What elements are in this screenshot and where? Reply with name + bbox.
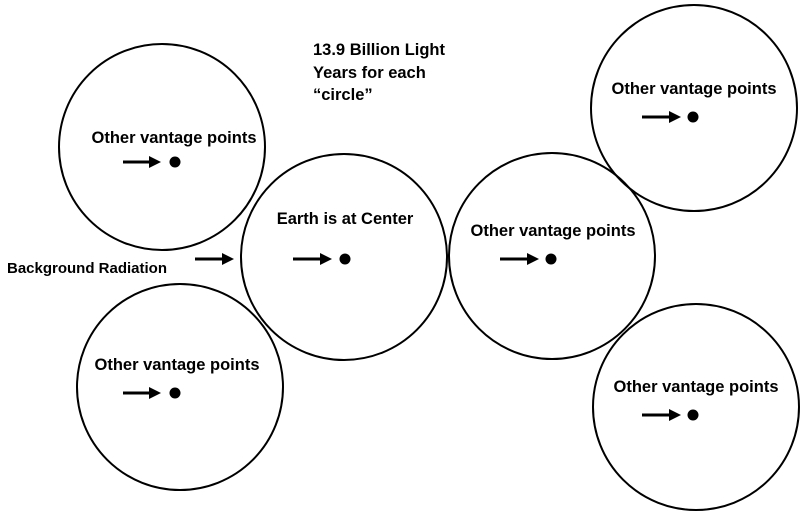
circle-label: Other vantage points [94, 356, 259, 374]
circle-label: Earth is at Center [277, 210, 414, 228]
circle-earth: Earth is at Center [240, 153, 448, 361]
background-radiation-label: Background Radiation [7, 260, 167, 277]
circle-label: Other vantage points [613, 378, 778, 396]
arrow-icon [642, 409, 681, 421]
background-radiation: Background Radiation [7, 253, 234, 277]
note-line-2: Years for each [313, 64, 426, 82]
arrow-icon [123, 387, 161, 399]
observer-dot [687, 409, 699, 421]
universe-circle [592, 303, 800, 511]
circle-middle-right: Other vantage points [448, 152, 656, 360]
universe-circle [76, 283, 284, 491]
arrow-icon [642, 111, 681, 123]
observer-dot [169, 387, 181, 399]
observer-dot [169, 156, 181, 168]
note-line-1: 13.9 Billion Light [313, 41, 446, 59]
circle-bottom-left: Other vantage points [76, 283, 284, 491]
universe-circle [448, 152, 656, 360]
observer-dot [687, 111, 699, 123]
circle-label: Other vantage points [611, 80, 776, 98]
universe-circle [58, 43, 266, 251]
arrow-icon [123, 156, 161, 168]
circle-bottom-right: Other vantage points [592, 303, 800, 511]
circle-top-left: Other vantage points [58, 43, 266, 251]
light-years-note: 13.9 Billion Light Years for each “circl… [313, 41, 446, 104]
earth-dot [339, 253, 351, 265]
arrow-icon [195, 253, 234, 265]
universe-circle [240, 153, 448, 361]
universe-circle [590, 4, 798, 212]
observer-dot [545, 253, 557, 265]
circle-label: Other vantage points [91, 129, 256, 147]
circle-top-right: Other vantage points [590, 4, 798, 212]
note-line-3: “circle” [313, 86, 373, 104]
arrow-icon [293, 253, 332, 265]
circle-label: Other vantage points [470, 222, 635, 240]
arrow-icon [500, 253, 539, 265]
